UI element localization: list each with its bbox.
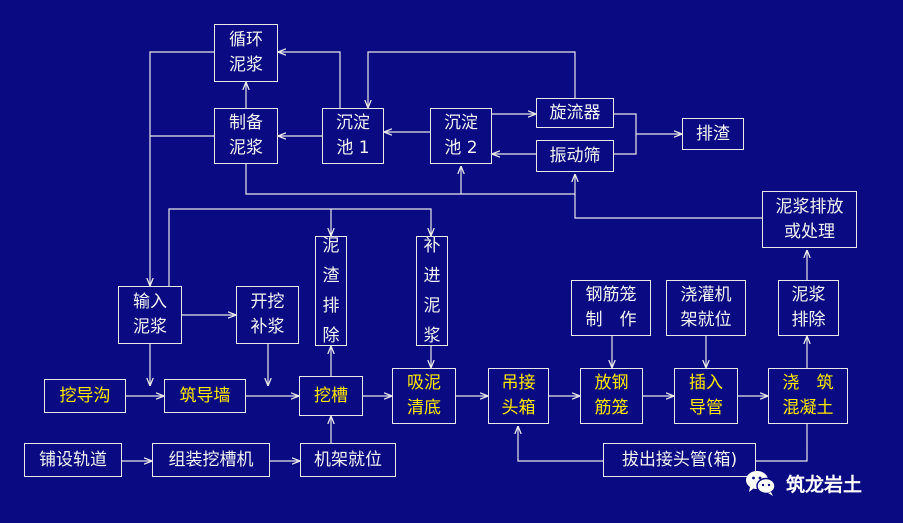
edge-prep-bus [245,164,575,195]
node-waste: 排渣 [682,118,744,150]
node-mud-removal: 泥浆 排除 [778,280,839,336]
node-rail: 铺设轨道 [24,443,122,477]
node-clean: 吸泥 清底 [392,368,456,424]
watermark-label: 筑龙岩土 [786,473,863,496]
node-joint: 吊接 头箱 [488,368,549,424]
edge-cyclone-waste [614,113,637,155]
node-tremie-frame: 浇灌机 架就位 [666,280,746,336]
node-shaker: 振动筛 [536,140,614,172]
edge-pullpipe-pour [756,443,808,462]
edge-discharge-bus [574,194,762,219]
node-pour: 浇 筑 混凝土 [768,368,848,424]
watermark: 筑龙岩土 [744,468,862,498]
node-settle1: 沉淀 池 1 [322,108,384,164]
node-supply: 补 进 泥 浆 [416,236,448,346]
edge-input-residue [168,208,431,286]
node-cyclone: 旋流器 [536,98,614,128]
node-residue: 泥 渣 排 除 [315,236,347,346]
node-recycle: 循环 泥浆 [214,24,278,82]
node-guide-trench: 挖导沟 [44,379,126,413]
edge-prep-input [150,51,214,286]
edge-settle1-recycle [278,52,341,108]
node-pull-pipe: 拔出接头管(箱) [603,443,756,477]
edge-cyclone-settle1 [368,51,576,108]
edge-pullpipe-joint [518,426,603,462]
wechat-icon [746,471,776,496]
node-discharge: 泥浆排放 或处理 [762,191,857,248]
node-reexcavate: 开挖 补浆 [236,286,299,344]
node-place-cage: 放钢 筋笼 [580,368,643,424]
node-guide-wall: 筑导墙 [164,379,246,413]
node-cage-make: 钢筋笼 制 作 [571,280,651,336]
node-insert-pipe: 插入 导管 [674,368,738,424]
node-frame: 机架就位 [300,443,396,477]
node-assemble: 组装挖槽机 [152,443,270,477]
node-settle2: 沉淀 池 2 [430,108,492,164]
node-excavate: 挖槽 [299,376,363,416]
node-input: 输入 泥浆 [118,286,182,344]
node-prep: 制备 泥浆 [214,108,278,164]
